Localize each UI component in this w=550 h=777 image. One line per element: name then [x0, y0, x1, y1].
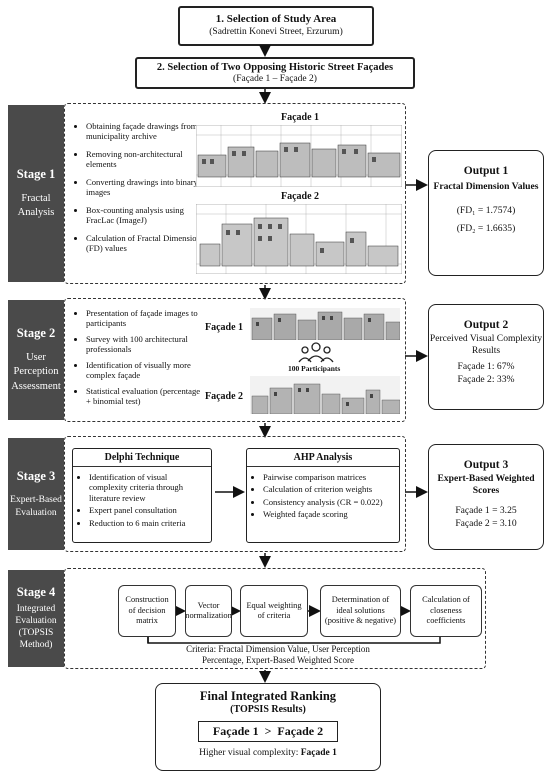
stage2-label: Stage 2 User Perception Assessment: [8, 300, 64, 420]
delphi-bullet: Identification of visual complexity crit…: [89, 472, 207, 503]
ahp-title: AHP Analysis: [247, 449, 399, 467]
ahp-bullet: Pairwise comparison matrices: [263, 472, 395, 482]
final-note-value: Façade 1: [300, 748, 337, 758]
stage1-label: Stage 1 Fractal Analysis: [8, 105, 64, 282]
ahp-box: AHP Analysis Pairwise comparison matrice…: [246, 448, 400, 543]
delphi-bullet: Expert panel consultation: [89, 505, 207, 515]
stage2-bullets: Presentation of façade images to partici…: [74, 308, 204, 412]
stage3-title: Stage 3: [16, 468, 56, 483]
stage3-subtitle: Expert-Based Evaluation: [10, 494, 62, 518]
topsis-step: Determination of ideal solutions (positi…: [320, 585, 401, 637]
output2-subtitle: Perceived Visual Complexity Results: [429, 333, 543, 356]
delphi-bullet: Reduction to 6 main criteria: [89, 518, 207, 528]
topsis-step: Construction of decision matrix: [118, 585, 176, 637]
facade2-photo: [250, 376, 400, 414]
final-title: Final Integrated Ranking: [199, 689, 337, 703]
stage2-bullet: Survey with 100 architectural profession…: [86, 334, 204, 355]
facade-selection-subtitle: (Façade 1 – Façade 2): [233, 74, 317, 84]
output1-box: Output 1 Fractal Dimension Values (FD₁ =…: [428, 150, 544, 276]
participants-icon: [298, 342, 334, 363]
output1-fd2: (FD₂ = 1.6635): [456, 222, 516, 234]
stage1-subtitle: Fractal Analysis: [17, 192, 55, 218]
stage2-bullet: Identification of visually more complex …: [86, 360, 204, 381]
stage2-title: Stage 2: [16, 326, 56, 341]
delphi-title: Delphi Technique: [73, 449, 211, 467]
ahp-bullet: Calculation of criterion weights: [263, 484, 395, 494]
stage1-bullet: Removing non-architectural elements: [86, 149, 206, 170]
output2-title: Output 2: [463, 319, 509, 331]
stage4-label: Stage 4 Integrated Evaluation (TOPSIS Me…: [8, 570, 64, 667]
stage3-label: Stage 3 Expert-Based Evaluation: [8, 438, 64, 550]
final-note: Higher visual complexity: Façade 1: [156, 748, 380, 758]
output3-facade1: Façade 1 = 3.25: [455, 504, 517, 516]
output1-fd1: (FD₁ = 1.7574): [456, 204, 516, 216]
stage1-facade1-label: Façade 1: [280, 112, 320, 123]
stage1-panel: [64, 103, 406, 284]
stage1-bullet: Box-counting analysis using FracLac (Ima…: [86, 205, 206, 226]
ahp-bullet: Weighted façade scoring: [263, 509, 395, 519]
stage1-bullet: Converting drawings into binary images: [86, 177, 206, 198]
stage2-bullet: Presentation of façade images to partici…: [86, 308, 204, 329]
final-note-prefix: Higher visual complexity:: [199, 748, 301, 758]
final-ranking: Façade 1 > Façade 2: [197, 721, 339, 742]
facade-selection-box: 2. Selection of Two Opposing Historic St…: [135, 57, 415, 89]
stage2-facade1-label: Façade 1: [205, 322, 244, 333]
stage2-facade2-label: Façade 2: [205, 391, 244, 402]
ahp-bullet: Consistency analysis (CR = 0.022): [263, 497, 395, 507]
output2-facade1: Façade 1: 67%: [457, 360, 515, 372]
stage4-title: Stage 4: [16, 585, 56, 600]
output3-box: Output 3 Expert-Based Weighted Scores Fa…: [428, 444, 544, 550]
facade-selection-title: 2. Selection of Two Opposing Historic St…: [156, 62, 394, 73]
output1-subtitle: Fractal Dimension Values: [433, 181, 539, 192]
study-area-subtitle: (Sadrettin Konevi Street, Erzurum): [209, 27, 343, 37]
final-subtitle: (TOPSIS Results): [230, 704, 306, 715]
stage2-bullet: Statistical evaluation (percentage + bin…: [86, 386, 204, 407]
stage4-subtitle: Integrated Evaluation (TOPSIS Method): [15, 604, 57, 650]
facade2-drawing: [196, 204, 402, 274]
stage1-bullet: Obtaining façade drawings from municipal…: [86, 121, 206, 142]
stage1-facade2-label: Façade 2: [280, 191, 320, 202]
stage1-bullets: Obtaining façade drawings from municipal…: [74, 121, 206, 261]
stage1-title: Stage 1: [16, 166, 56, 181]
stage2-panel: [64, 298, 406, 422]
study-area-title: 1. Selection of Study Area: [215, 13, 337, 25]
stage2-subtitle: User Perception Assessment: [11, 352, 61, 392]
final-ranking-box: Final Integrated Ranking (TOPSIS Results…: [155, 683, 381, 771]
output1-title: Output 1: [463, 165, 509, 177]
facade1-drawing: [196, 125, 402, 187]
topsis-step: Equal weighting of criteria: [240, 585, 308, 637]
delphi-box: Delphi Technique Identification of visua…: [72, 448, 212, 543]
stage3-panel: [64, 436, 406, 552]
study-area-box: 1. Selection of Study Area (Sadrettin Ko…: [178, 6, 374, 46]
output2-box: Output 2 Perceived Visual Complexity Res…: [428, 304, 544, 410]
output3-subtitle: Expert-Based Weighted Scores: [437, 473, 535, 496]
output3-title: Output 3: [463, 459, 509, 471]
output2-facade2: Façade 2: 33%: [457, 373, 515, 385]
topsis-criteria: Criteria: Fractal Dimension Value, User …: [186, 644, 370, 665]
facade1-photo: [250, 308, 400, 340]
output3-facade2: Façade 2 = 3.10: [455, 517, 517, 529]
ahp-bullets: Pairwise comparison matrices Calculation…: [251, 472, 395, 520]
topsis-step: Vector normalization: [185, 585, 232, 637]
delphi-bullets: Identification of visual complexity crit…: [77, 472, 207, 528]
participants-label: 100 Participants: [288, 364, 341, 373]
stage1-bullet: Calculation of Fractal Dimension (FD) va…: [86, 233, 206, 254]
stage4-panel: [64, 568, 486, 669]
topsis-step: Calculation of closeness coefficients: [410, 585, 482, 637]
